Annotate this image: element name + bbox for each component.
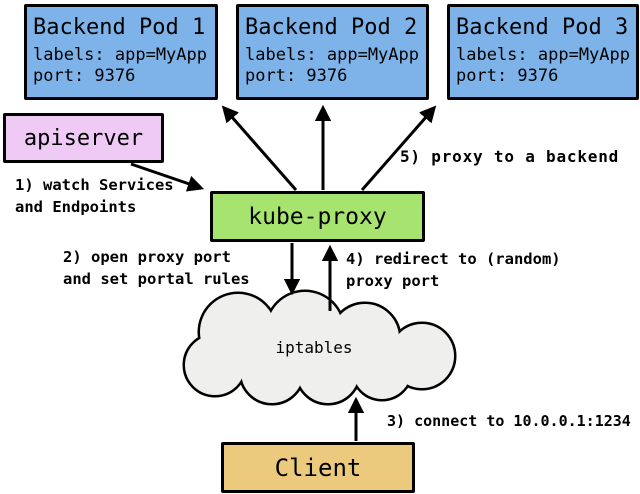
backend-pod-1-box: Backend Pod 1 labels: app=MyApp port: 93… — [24, 4, 218, 100]
backend-pod-3-box: Backend Pod 3 labels: app=MyApp port: 93… — [447, 4, 639, 100]
pod-labels-line: labels: app=MyApp — [33, 45, 207, 65]
kube-proxy-box: kube-proxy — [210, 191, 425, 242]
step-4-redirect-label: 4) redirect to (random) proxy port — [346, 250, 561, 290]
pod-title: Backend Pod 3 — [456, 15, 629, 40]
pod-port-line: port: 9376 — [456, 66, 559, 86]
step-3-connect-label: 3) connect to 10.0.0.1:1234 — [387, 412, 631, 430]
pod-title: Backend Pod 1 — [33, 15, 206, 40]
pod-port-line: port: 9376 — [245, 66, 348, 86]
pod-port-line: port: 9376 — [33, 66, 136, 86]
kube-proxy-label: kube-proxy — [248, 203, 387, 230]
pod-title: Backend Pod 2 — [245, 15, 418, 40]
apiserver-box: apiserver — [3, 113, 164, 163]
iptables-cloud — [182, 289, 457, 406]
arrow-watch-apiserver-to-kubeproxy — [130, 162, 205, 192]
client-label: Client — [274, 453, 362, 482]
step-5-proxy-to-backend-label: 5) proxy to a backend — [400, 147, 620, 166]
pod-labels-line: labels: app=MyApp — [245, 45, 419, 65]
client-box: Client — [221, 442, 415, 493]
pod-labels-line: labels: app=MyApp — [456, 45, 630, 65]
step-1-watch-services-label: 1) watch Services and Endpoints — [15, 176, 174, 216]
apiserver-label: apiserver — [23, 125, 144, 151]
step-2-open-proxy-port-label: 2) open proxy port and set portal rules — [63, 248, 250, 288]
arrow-proxy-to-pod1 — [221, 105, 298, 191]
backend-pod-2-box: Backend Pod 2 labels: app=MyApp port: 93… — [236, 4, 429, 100]
arrow-proxy-to-pod3 — [360, 105, 437, 191]
iptables-label: iptables — [275, 338, 353, 357]
